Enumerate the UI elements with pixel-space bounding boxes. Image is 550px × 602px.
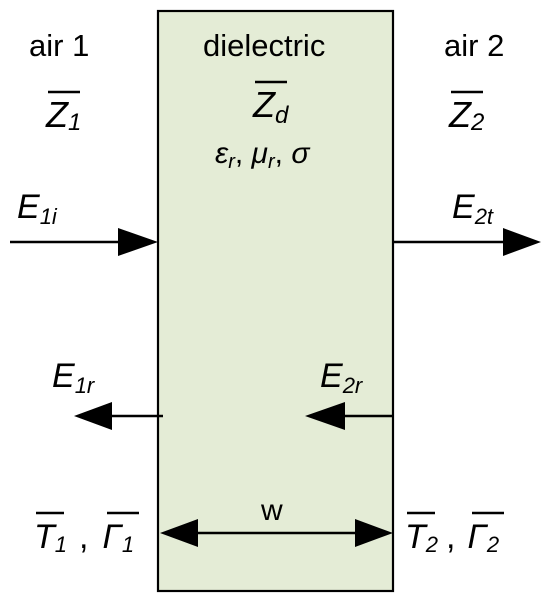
transmission-symbol: T [34, 518, 57, 556]
region-label-air2: air 2 [444, 28, 504, 63]
field-label-e2r: E2r [320, 357, 364, 398]
svg-text:T2,Γ2: T2,Γ2 [405, 518, 499, 557]
svg-text:Z1: Z1 [45, 94, 81, 136]
width-dimension-arrow [160, 519, 393, 547]
field-label-e2t: E2t [452, 188, 494, 229]
impedance-subscript: 2 [470, 109, 484, 136]
impedance-z2: Z2 [448, 90, 484, 136]
arrow-e1i-incident [10, 228, 158, 256]
arrow-e1r-reflected [74, 402, 163, 430]
arrow-e2t-transmitted [393, 228, 541, 256]
field-label-e1r: E1r [52, 357, 96, 398]
impedance-subscript: d [275, 102, 289, 129]
reflection-symbol: Γ [467, 518, 488, 556]
svg-text:T1,Γ1: T1,Γ1 [34, 518, 134, 557]
dielectric-slab [156, 9, 395, 593]
svg-text:Z2: Z2 [448, 94, 484, 136]
transmission-symbol: T [405, 518, 428, 556]
impedance-z1: Z1 [45, 90, 81, 136]
coefficients-right: T2,Γ2 [405, 511, 504, 557]
reflection-symbol: Γ [102, 518, 123, 556]
impedance-symbol: Z [448, 94, 472, 135]
region-label-air1: air 1 [29, 28, 89, 63]
arrow-e2r-reflected [305, 402, 393, 430]
field-label-e1i: E1i [17, 188, 58, 229]
material-parameters: εr, μr, σ [215, 137, 311, 173]
coefficients-left: T1,Γ1 [34, 511, 139, 557]
impedance-symbol: Z [252, 84, 276, 125]
width-label: w [260, 494, 283, 527]
impedance-subscript: 1 [68, 109, 81, 136]
impedance-zd: Zd [252, 80, 289, 129]
impedance-symbol: Z [45, 94, 69, 135]
svg-text:Zd: Zd [252, 84, 289, 129]
region-label-dielectric: dielectric [203, 28, 325, 63]
